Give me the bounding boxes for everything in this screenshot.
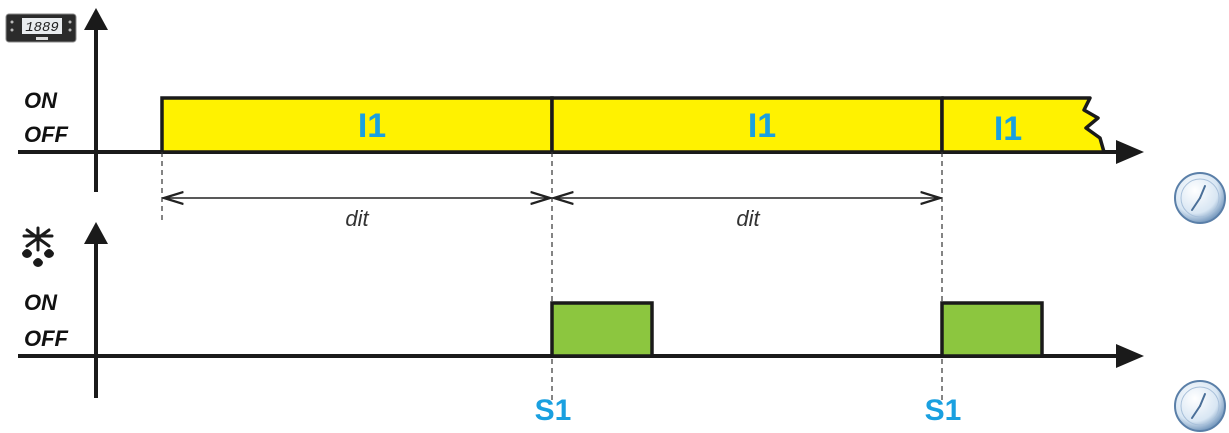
pulse-block-1 — [550, 301, 654, 358]
controller-display-icon: 1889 — [5, 13, 77, 43]
bottom-on-label: ON — [24, 290, 58, 315]
device-display-text: 1889 — [25, 20, 59, 36]
step-label-2: S1 — [925, 394, 962, 427]
interval-label-1: I1 — [358, 107, 386, 145]
top-on-label: ON — [24, 88, 58, 113]
interval-label-2: I1 — [748, 107, 776, 145]
dimension-label-2: dit — [736, 206, 760, 231]
bottom-y-axis-arrow — [84, 222, 108, 244]
top-off-label: OFF — [24, 122, 69, 147]
defrost-snowflake-drops-icon — [22, 226, 54, 267]
top-y-axis-arrow — [84, 8, 108, 30]
bottom-off-label: OFF — [24, 326, 69, 351]
clock-icon — [1174, 380, 1226, 432]
clock-icon — [1174, 172, 1226, 224]
top-x-axis-arrow — [1116, 140, 1144, 164]
interval-block-3 — [940, 96, 1106, 154]
interval-block-2 — [550, 96, 944, 154]
bottom-x-axis-arrow — [1116, 344, 1144, 368]
step-label-1: S1 — [535, 394, 572, 427]
interval-label-3: I1 — [994, 110, 1022, 148]
dimension-label-1: dit — [345, 206, 369, 231]
interval-blocks — [160, 96, 1106, 154]
pulse-block-2 — [940, 301, 1044, 358]
